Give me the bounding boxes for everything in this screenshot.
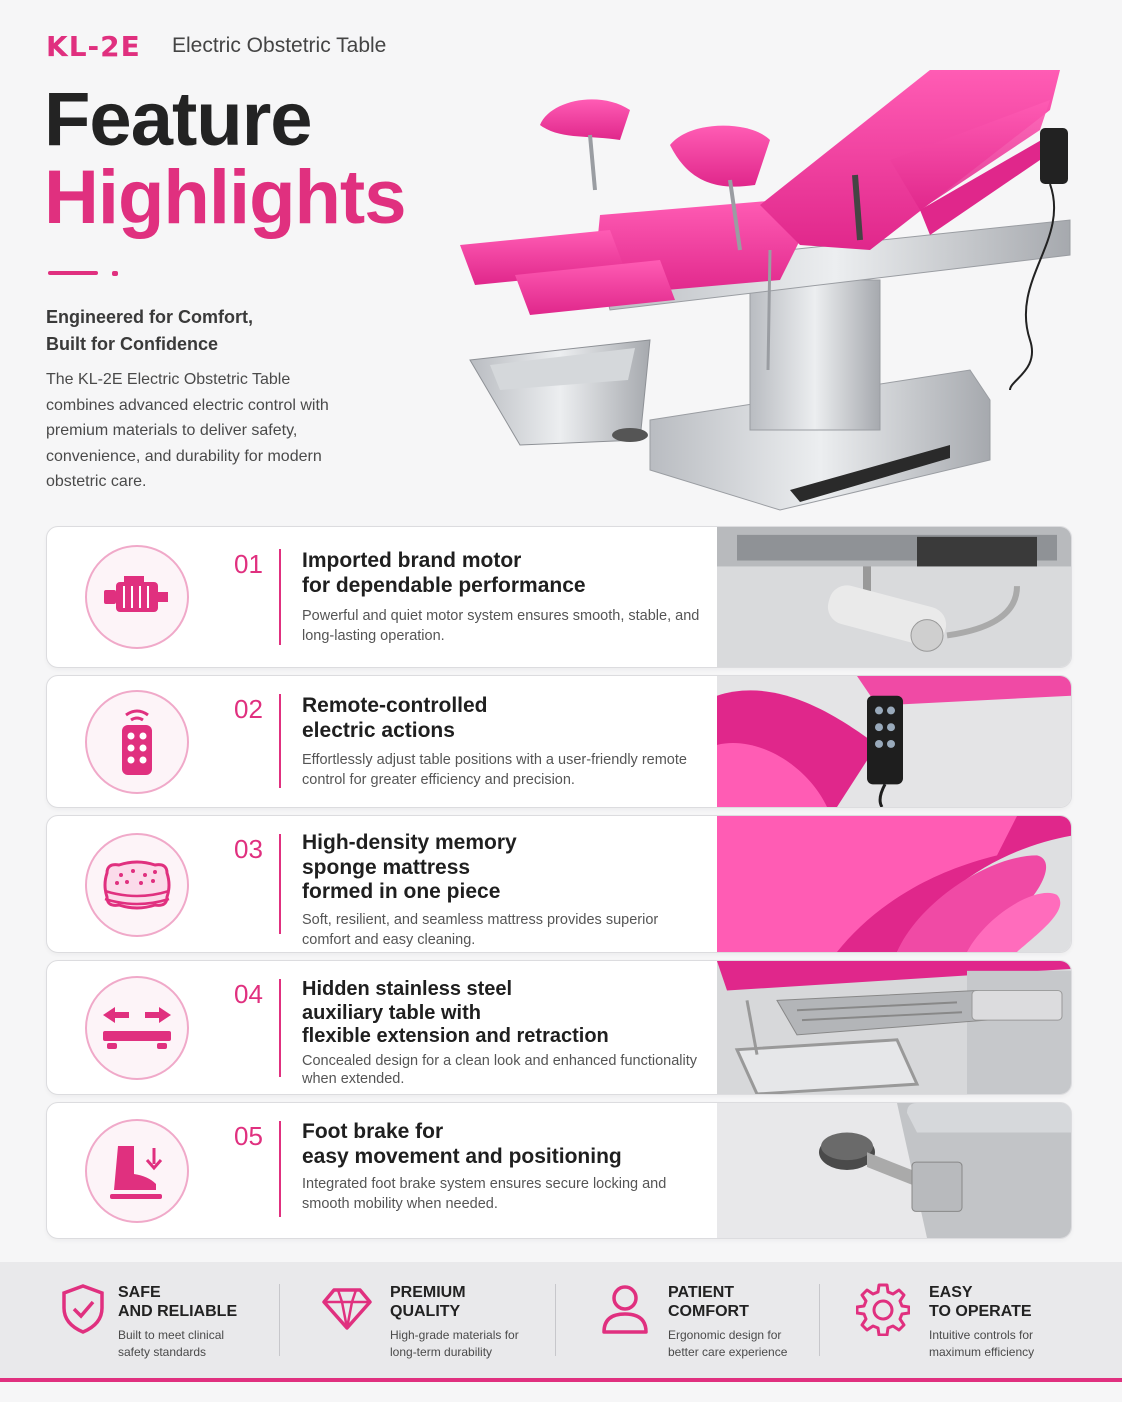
feature-title-line: easy movement and positioning bbox=[302, 1144, 622, 1168]
page-title-line1: Feature bbox=[44, 77, 313, 162]
bottom-accent-rule bbox=[0, 1378, 1122, 1382]
feature-title-line: Imported brand motor bbox=[302, 549, 522, 572]
feature-description: Effortlessly adjust table positions with… bbox=[302, 752, 687, 788]
benefit-title-line: SAFE bbox=[118, 1284, 161, 1301]
benefit-title-line: QUALITY bbox=[390, 1303, 461, 1320]
benefit-title: PATIENT COMFORT bbox=[668, 1283, 838, 1321]
feature-title-line: flexible extension and retraction bbox=[302, 1025, 609, 1047]
feature-title-line: Remote-controlled bbox=[302, 694, 488, 717]
brand-logo: KL-2E bbox=[46, 30, 141, 63]
benefit-description-line: better care experience bbox=[668, 1345, 788, 1359]
feature-card-02: 02 Remote-controlled electric actions Ef… bbox=[46, 675, 1072, 808]
feature-number: 02 bbox=[234, 694, 263, 724]
feature-number: 03 bbox=[234, 834, 263, 864]
benefit-description-line: Intuitive controls for bbox=[929, 1328, 1034, 1342]
benefit-title-line: AND RELIABLE bbox=[118, 1303, 238, 1320]
benefit-description-line: safety standards bbox=[118, 1345, 207, 1359]
feature-card-03: 03 High-density memory sponge mattress f… bbox=[46, 815, 1072, 953]
feature-icon-circle bbox=[85, 833, 189, 937]
feature-title: High-density memory sponge mattress form… bbox=[302, 831, 517, 905]
feature-divider bbox=[279, 979, 281, 1077]
sponge-mattress-icon bbox=[103, 860, 171, 910]
benefit-title-line: PREMIUM bbox=[390, 1284, 466, 1301]
title-underline-dot bbox=[112, 271, 118, 276]
benefits-band bbox=[0, 1262, 1122, 1380]
benefit-description: High-grade materials for long-term durab… bbox=[390, 1327, 550, 1361]
mattress-photo bbox=[717, 816, 1071, 952]
feature-title: Imported brand motor for dependable perf… bbox=[302, 549, 586, 598]
feature-number: 04 bbox=[234, 979, 263, 1009]
benefit-title: PREMIUM QUALITY bbox=[390, 1283, 560, 1321]
auxiliary-table-photo bbox=[717, 961, 1071, 1094]
benefit-description-line: long-term durability bbox=[390, 1345, 493, 1359]
intro-paragraph: The KL-2E Electric Obstetric Table combi… bbox=[46, 371, 329, 490]
feature-title-line: auxiliary table with bbox=[302, 1001, 481, 1024]
tagline: Engineered for Comfort, Built for Confid… bbox=[46, 304, 253, 358]
product-name: Electric Obstetric Table bbox=[172, 34, 387, 57]
benefit-title-line: EASY bbox=[929, 1284, 973, 1301]
feature-title-line: Foot brake for bbox=[302, 1120, 444, 1143]
benefit-description: Intuitive controls for maximum efficienc… bbox=[929, 1327, 1089, 1361]
benefit-description-line: Built to meet clinical bbox=[118, 1328, 225, 1342]
benefit-separator bbox=[819, 1284, 820, 1356]
extension-arrows-icon bbox=[103, 1007, 171, 1049]
benefit-title-line: PATIENT bbox=[668, 1284, 735, 1301]
feature-description: Powerful and quiet motor system ensures … bbox=[302, 608, 700, 644]
diamond-icon bbox=[322, 1288, 372, 1330]
feature-title-line: sponge mattress bbox=[302, 855, 471, 879]
benefit-title-line: TO OPERATE bbox=[929, 1303, 1032, 1320]
feature-icon-circle bbox=[85, 545, 189, 649]
benefit-description-line: maximum efficiency bbox=[929, 1345, 1035, 1359]
feature-divider bbox=[279, 1121, 281, 1217]
feature-card-05: 05 Foot brake for easy movement and posi… bbox=[46, 1102, 1072, 1239]
motor-icon bbox=[104, 576, 168, 612]
feature-icon-circle bbox=[85, 976, 189, 1080]
benefit-description-line: Ergonomic design for bbox=[668, 1328, 782, 1342]
feature-title-line: for dependable performance bbox=[302, 573, 586, 597]
feature-icon-circle bbox=[85, 1119, 189, 1223]
feature-card-04: 04 Hidden stainless steel auxiliary tabl… bbox=[46, 960, 1072, 1095]
benefit-separator bbox=[279, 1284, 280, 1356]
feature-title-line: Hidden stainless steel bbox=[302, 978, 513, 1000]
motor-photo bbox=[717, 527, 1071, 667]
feature-description: Soft, resilient, and seamless mattress p… bbox=[302, 912, 659, 948]
benefit-title: EASY TO OPERATE bbox=[929, 1283, 1099, 1321]
page-title-line2: Highlights bbox=[44, 155, 407, 240]
remote-photo bbox=[717, 676, 1071, 807]
obstetric-table-illustration bbox=[460, 70, 1071, 511]
user-icon bbox=[602, 1285, 648, 1334]
feature-title-line: electric actions bbox=[302, 718, 455, 742]
feature-divider bbox=[279, 834, 281, 934]
feature-number: 01 bbox=[234, 549, 263, 579]
feature-icon-circle bbox=[85, 690, 189, 794]
benefit-description-line: High-grade materials for bbox=[390, 1328, 519, 1342]
feature-description: Concealed design for a clean look and en… bbox=[302, 1053, 697, 1087]
tagline-line2: Built for Confidence bbox=[46, 334, 218, 354]
feature-description: Integrated foot brake system ensures sec… bbox=[302, 1176, 667, 1212]
feature-title: Foot brake for easy movement and positio… bbox=[302, 1120, 622, 1169]
feature-title: Hidden stainless steel auxiliary table w… bbox=[302, 978, 609, 1049]
feature-number: 05 bbox=[234, 1121, 263, 1151]
remote-control-icon bbox=[122, 709, 152, 775]
tagline-line1: Engineered for Comfort, bbox=[46, 307, 254, 327]
benefit-description: Built to meet clinical safety standards bbox=[118, 1327, 278, 1361]
title-underline bbox=[48, 271, 98, 275]
gear-icon bbox=[856, 1283, 910, 1336]
benefit-title-line: COMFORT bbox=[668, 1303, 749, 1320]
feature-divider bbox=[279, 549, 281, 645]
feature-title-line: formed in one piece bbox=[302, 880, 501, 903]
foot-brake-photo bbox=[717, 1103, 1071, 1238]
benefit-separator bbox=[555, 1284, 556, 1356]
feature-card-01: 01 Imported brand motor for dependable p… bbox=[46, 526, 1072, 668]
benefit-description: Ergonomic design for better care experie… bbox=[668, 1327, 828, 1361]
shield-check-icon bbox=[62, 1284, 104, 1334]
feature-title-line: High-density memory bbox=[302, 831, 517, 854]
benefit-title: SAFE AND RELIABLE bbox=[118, 1283, 288, 1321]
foot-brake-icon bbox=[110, 1146, 163, 1199]
feature-divider bbox=[279, 694, 281, 788]
feature-title: Remote-controlled electric actions bbox=[302, 694, 488, 743]
